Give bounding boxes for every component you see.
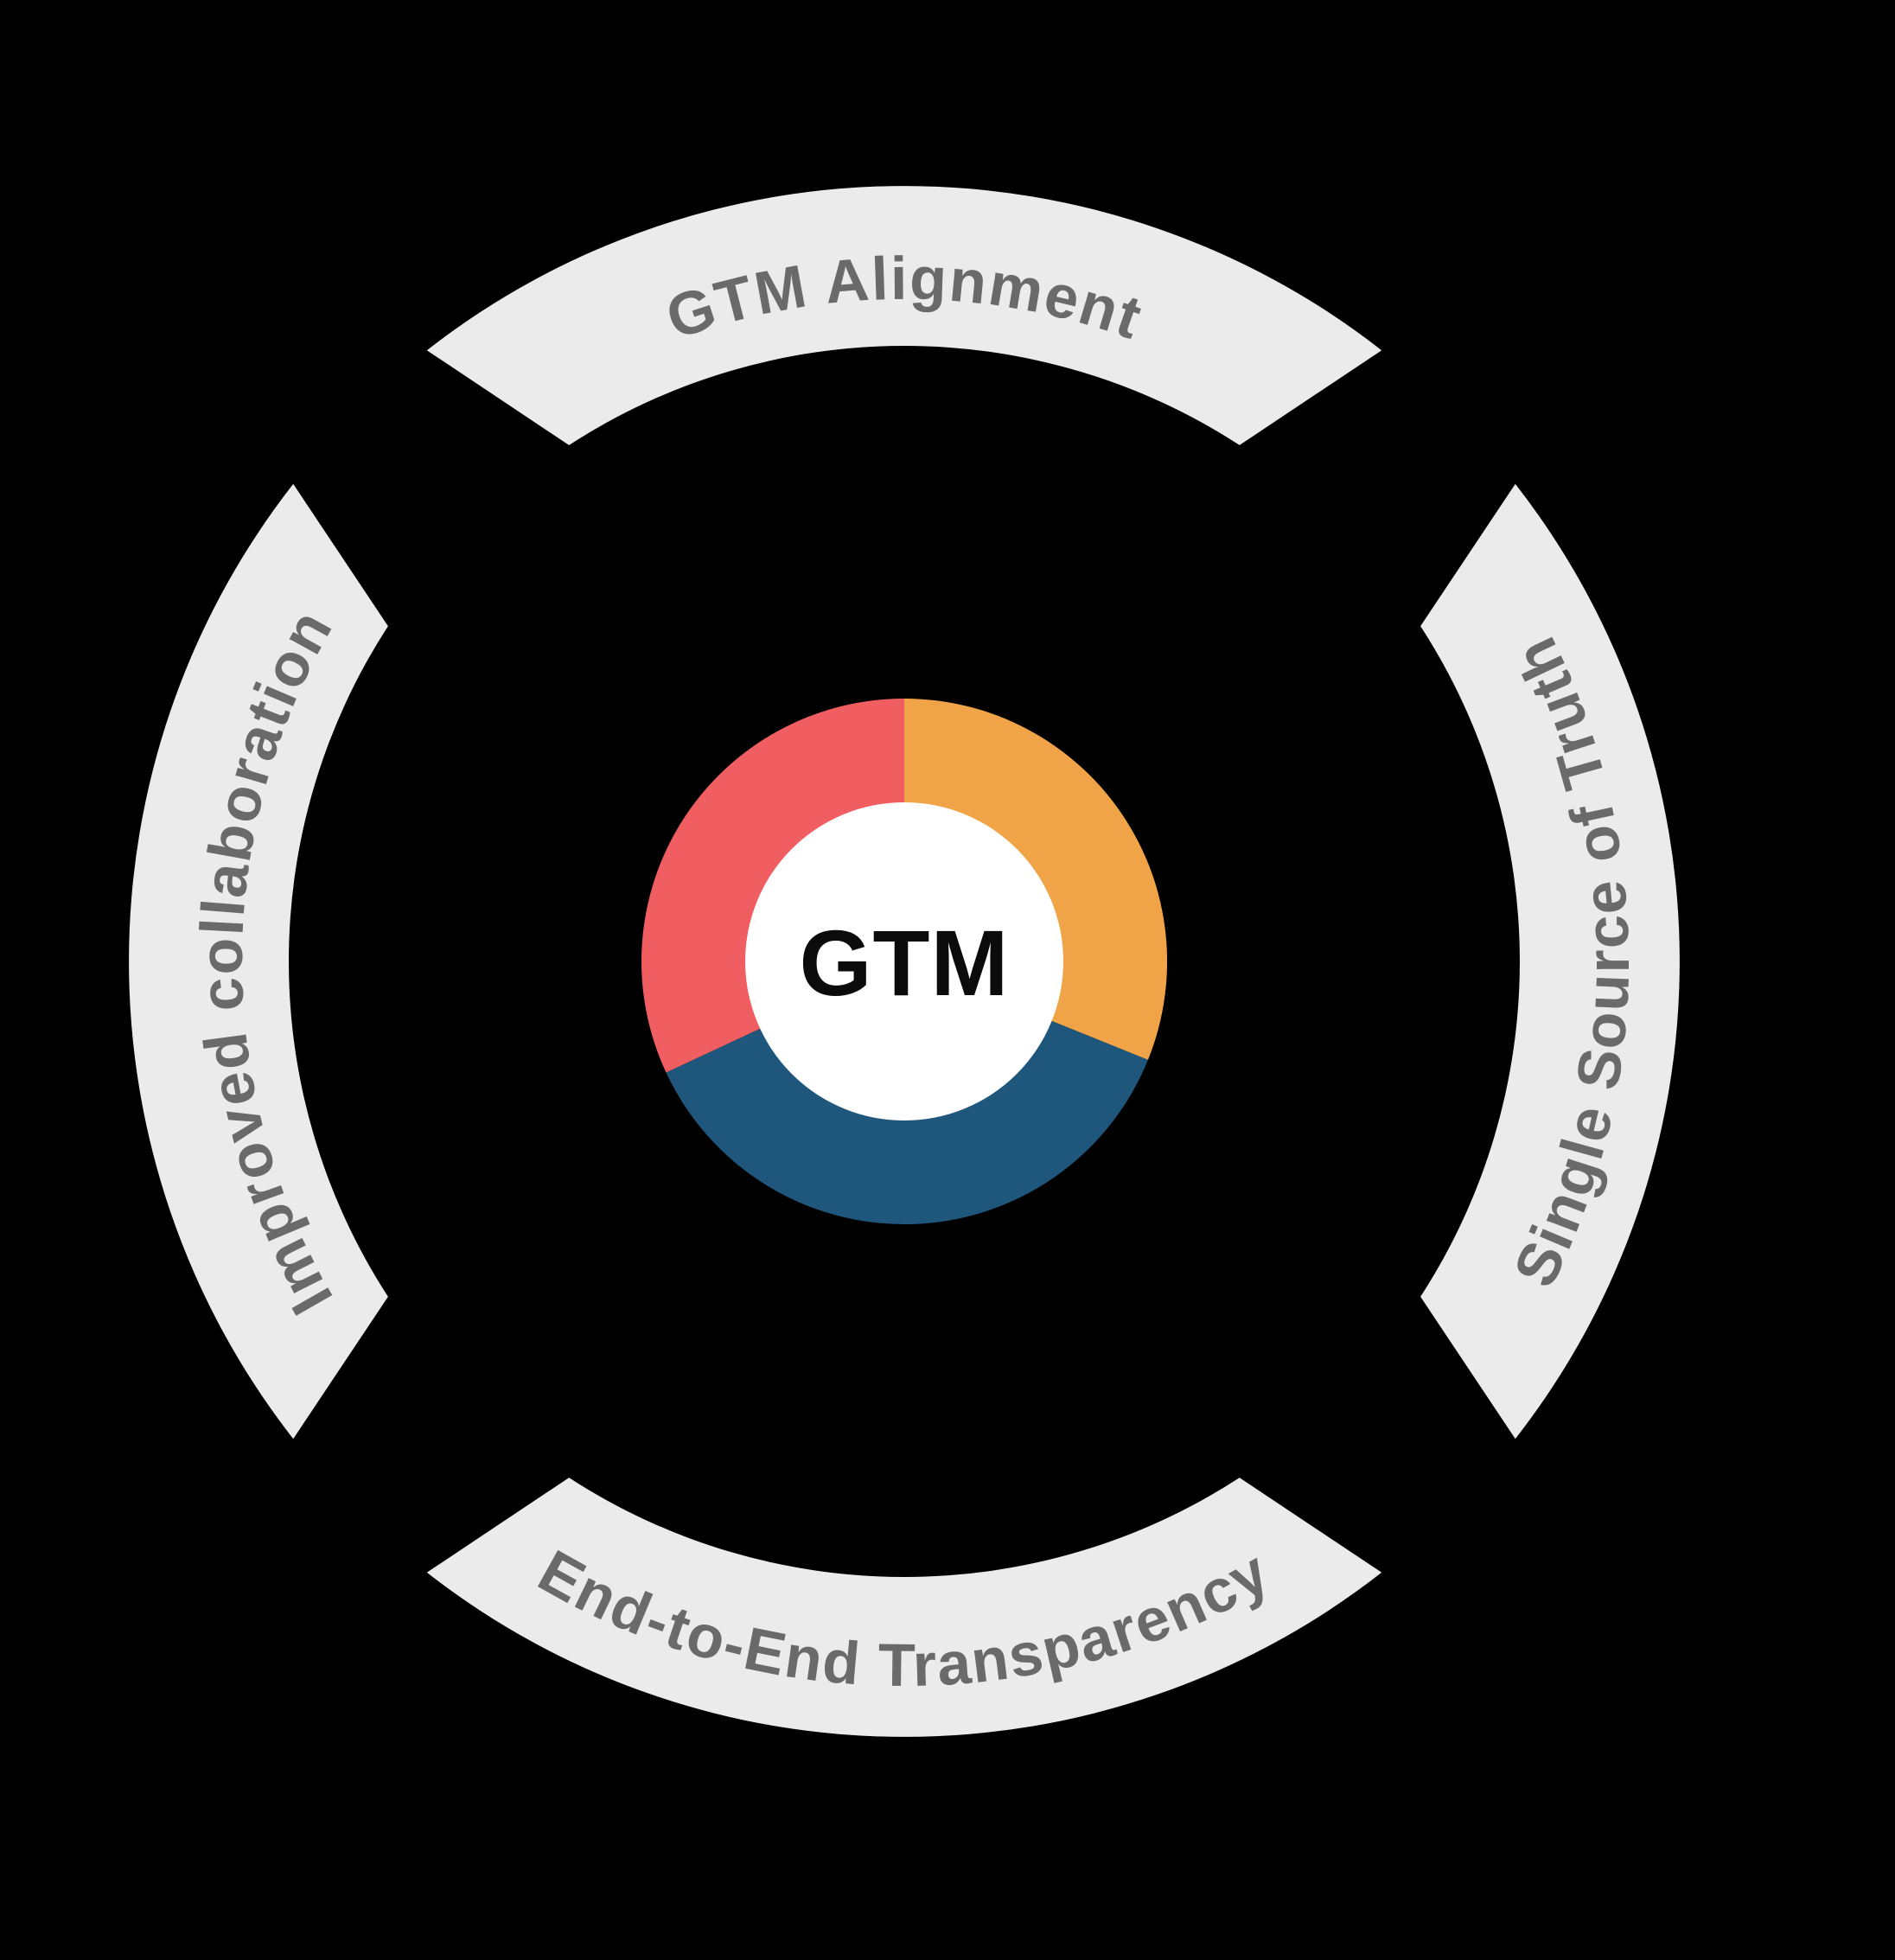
donut-chart: GTM <box>641 699 1168 1225</box>
donut-center-label: GTM <box>800 910 1010 1015</box>
donut-hole <box>745 802 1063 1120</box>
band-top <box>426 186 1382 445</box>
band-right <box>1420 483 1680 1440</box>
band-bottom <box>426 1478 1382 1737</box>
band-left <box>129 483 388 1440</box>
